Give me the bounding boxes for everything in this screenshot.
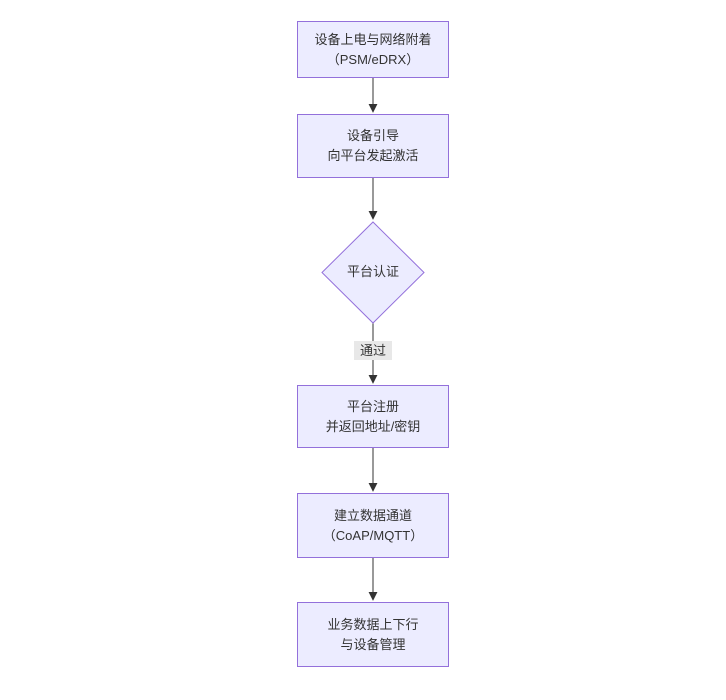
flow-node-platform-auth-label: 平台认证	[346, 264, 399, 279]
node-text-line: 业务数据上下行	[327, 616, 419, 632]
node-text-line: 建立数据通道	[333, 507, 412, 523]
flow-node-data-channel: 建立数据通道 （CoAP/MQTT）	[297, 493, 449, 558]
edge-label-pass: 通过	[354, 341, 392, 360]
node-text-line: 与设备管理	[340, 636, 406, 652]
node-text-line: 设备上电与网络附着	[314, 31, 432, 47]
node-text-line: （PSM/eDRX）	[326, 51, 420, 67]
flow-node-platform-register: 平台注册 并返回地址/密钥	[297, 385, 449, 448]
node-text-line: 设备引导	[346, 128, 399, 143]
flow-node-business-data: 业务数据上下行 与设备管理	[297, 602, 449, 667]
node-text-line: 平台注册	[346, 398, 399, 414]
flow-node-power-network-attach: 设备上电与网络附着 （PSM/eDRX）	[297, 21, 449, 78]
flow-node-device-bootstrap: 设备引导 向平台发起激活	[297, 114, 449, 178]
node-text-line: 并返回地址/密钥	[325, 418, 421, 434]
node-text-line: （CoAP/MQTT）	[322, 527, 424, 543]
node-text-line: 向平台发起激活	[327, 148, 419, 163]
